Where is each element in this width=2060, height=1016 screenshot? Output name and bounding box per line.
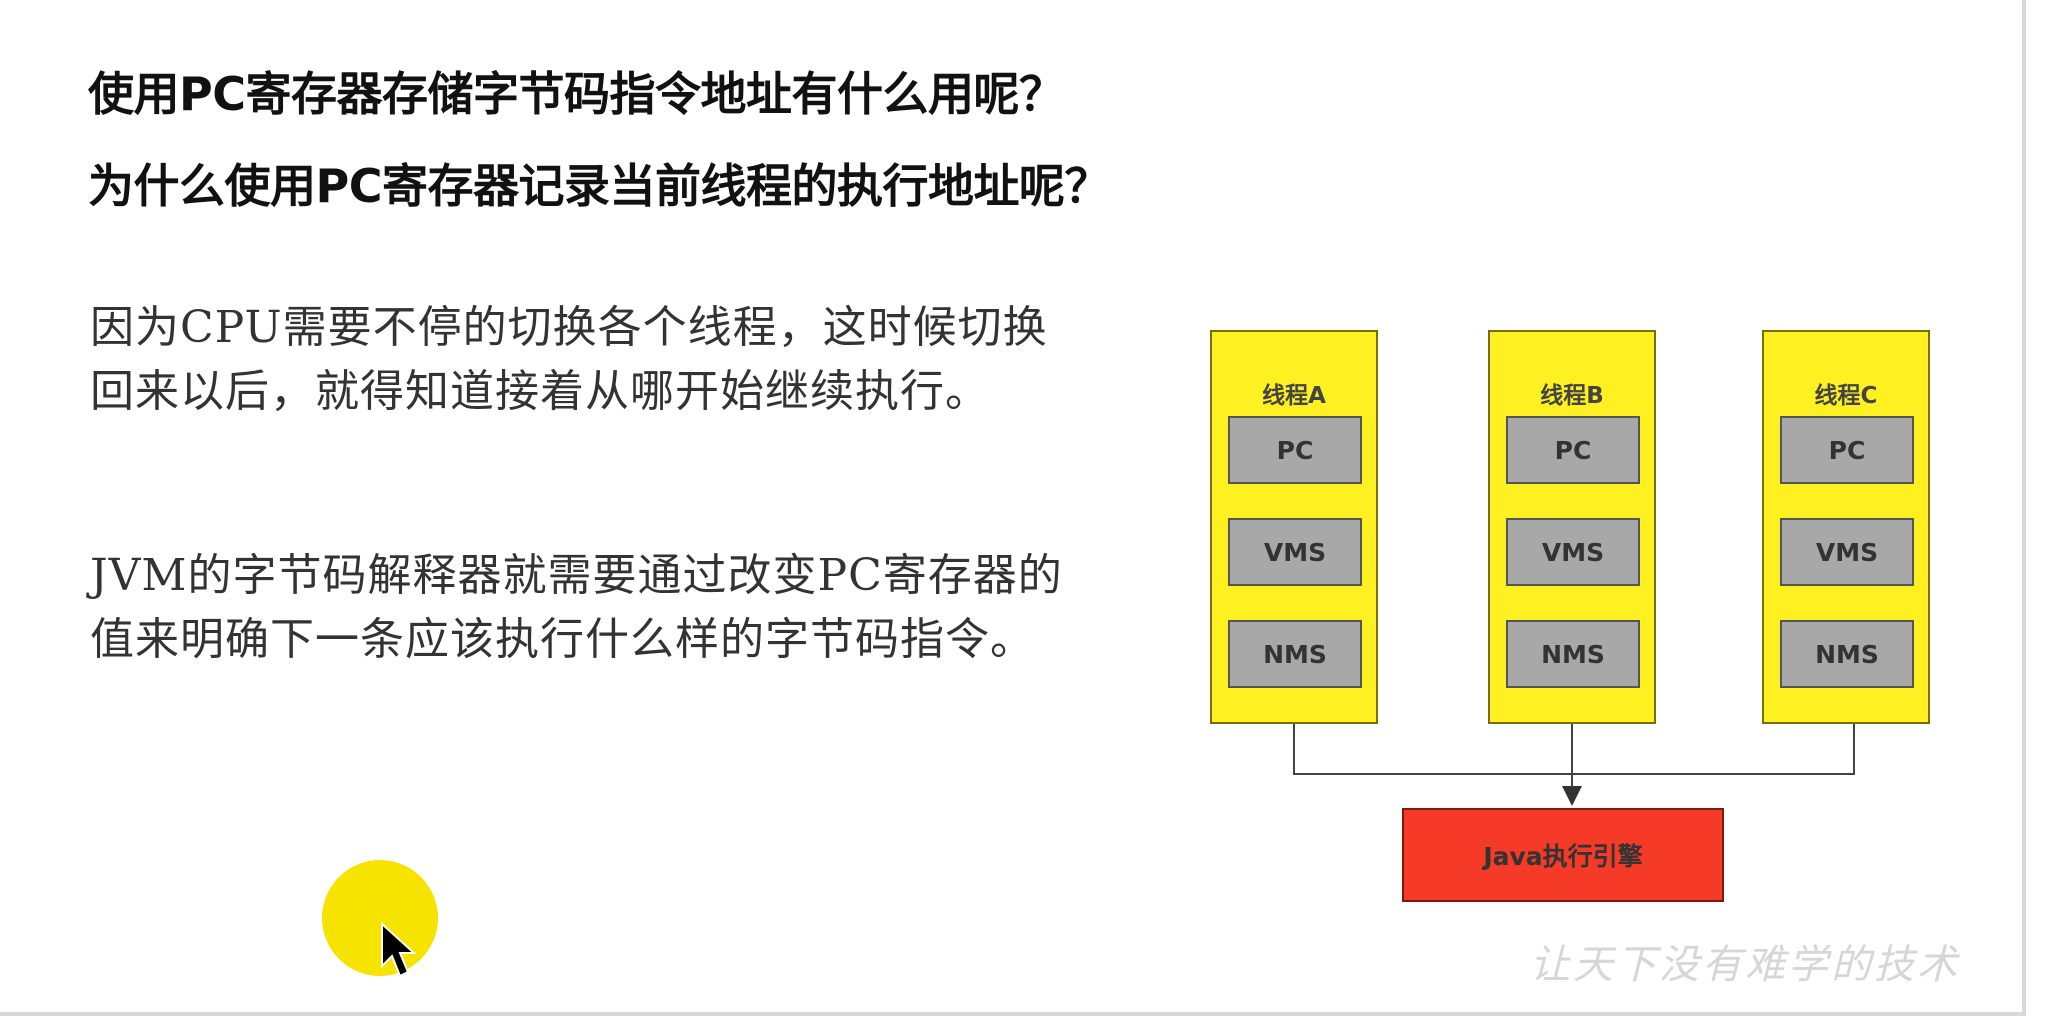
pc-register-box: PC [1780,416,1914,484]
thread-label: 线程A [1262,383,1326,409]
pc-register-box: PC [1506,416,1640,484]
watermark-text: 让天下没有难学的技术 [1530,942,1960,988]
nms-stack-box: NMS [1506,620,1640,688]
thread-label: 线程C [1814,383,1878,409]
question-1-heading: 使用PC寄存器存储字节码指令地址有什么用呢？ [88,67,1065,121]
mouse-pointer-icon [381,922,417,978]
thread-c-box: 线程C PC VMS NMS [1762,330,1930,724]
nms-stack-box: NMS [1228,620,1362,688]
cursor-highlight [322,860,438,976]
vms-stack-box: VMS [1228,518,1362,586]
arrow-down-icon [1562,786,1582,806]
nms-stack-box: NMS [1780,620,1914,688]
vms-stack-box: VMS [1506,518,1640,586]
answer-paragraph-2: JVM的字节码解释器就需要通过改变PC寄存器的值来明确下一条应该执行什么样的字节… [90,550,1063,665]
question-2-heading: 为什么使用PC寄存器记录当前线程的执行地址呢？ [88,159,1110,213]
thread-pc-diagram: 线程A PC VMS NMS 线程B PC VMS NMS 线程C PC VMS… [1190,320,1950,920]
thread-b-box: 线程B PC VMS NMS [1488,330,1656,724]
connector-lines [1293,724,1855,806]
thread-label: 线程B [1540,383,1604,409]
thread-a-box: 线程A PC VMS NMS [1210,330,1378,724]
pc-register-box: PC [1228,416,1362,484]
answer-paragraph-1: 因为CPU需要不停的切换各个线程，这时候切换回来以后，就得知道接着从哪开始继续执… [90,302,1048,417]
vms-stack-box: VMS [1780,518,1914,586]
java-execution-engine-box: Java执行引擎 [1402,808,1724,902]
